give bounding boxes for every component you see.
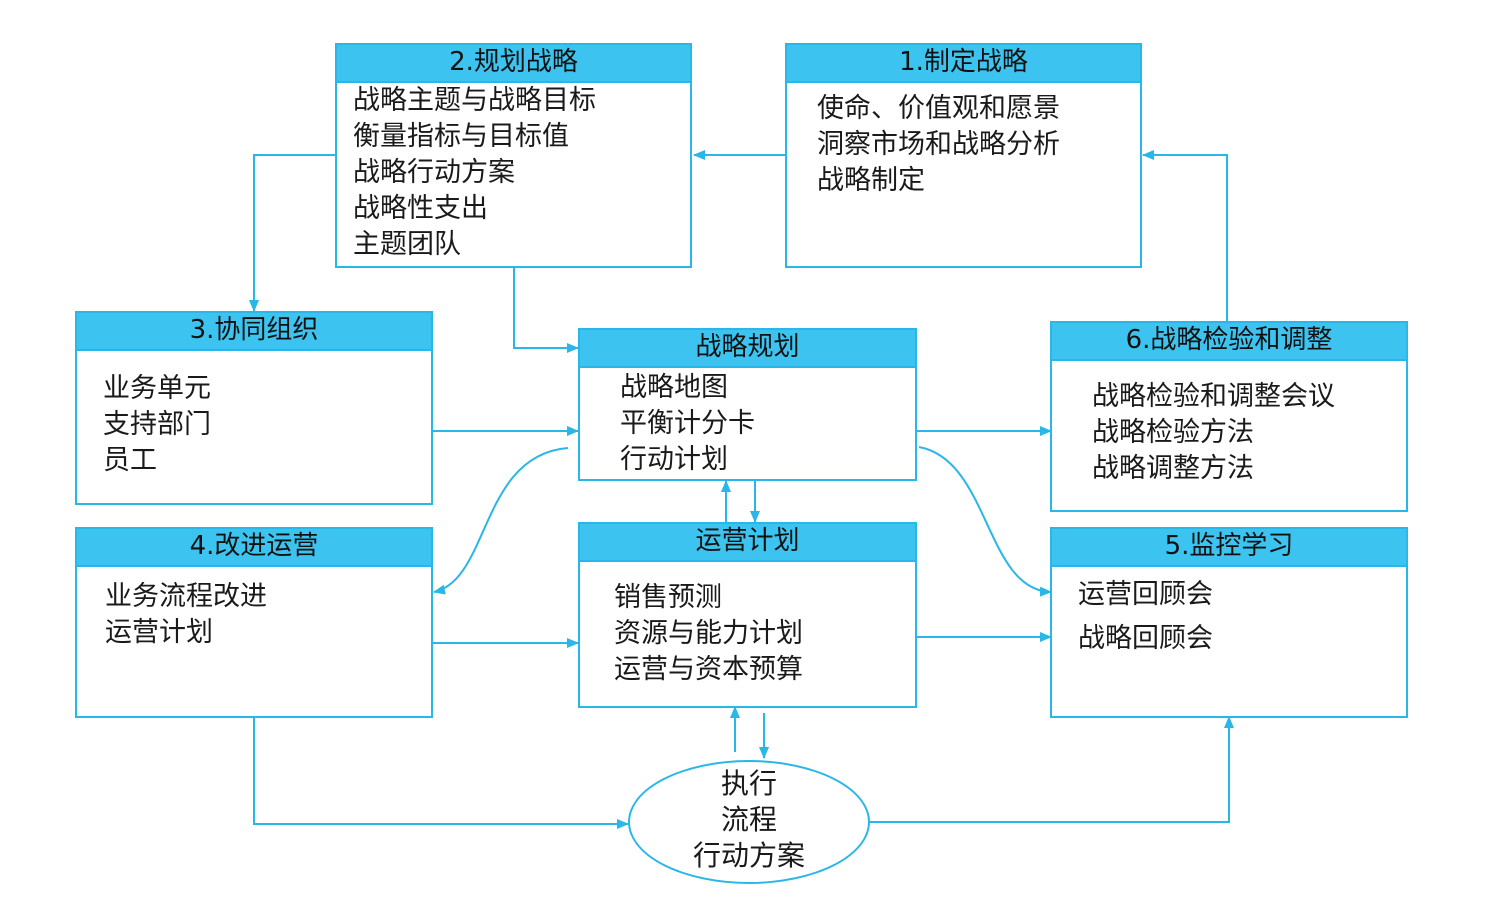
- box-title: 6.战略检验和调整: [1052, 323, 1406, 361]
- box-monitor-learn: 5.监控学习 运营回顾会 战略回顾会: [1050, 527, 1408, 718]
- box-item: 战略性支出: [353, 193, 488, 224]
- box-item: 支持部门: [103, 409, 211, 440]
- box-item: 主题团队: [353, 229, 461, 260]
- box-formulate-strategy: 1.制定战略 使命、价值观和愿景 洞察市场和战略分析 战略制定: [785, 43, 1142, 268]
- execute-ellipse: 执行 流程 行动方案: [628, 760, 870, 884]
- box-item: 业务单元: [103, 373, 211, 404]
- box-strategy-planning: 战略规划 战略地图 平衡计分卡 行动计划: [578, 328, 917, 481]
- arrow-plan-to-strategy-plan: [513, 267, 579, 353]
- box-item: 行动计划: [620, 444, 728, 475]
- box-plan-strategy: 2.规划战略 战略主题与战略目标 衡量指标与目标值 战略行动方案 战略性支出 主…: [335, 43, 692, 268]
- box-title: 战略规划: [580, 330, 915, 368]
- arrow-strategy-plan-to-monitor: [918, 446, 1052, 597]
- box-item: 员工: [103, 445, 157, 476]
- box-title: 4.改进运营: [77, 529, 431, 567]
- box-title: 运营计划: [580, 524, 915, 562]
- box-operations-planning: 运营计划 销售预测 资源与能力计划 运营与资本预算: [578, 522, 917, 708]
- arrow-execute-to-monitor: [870, 716, 1234, 823]
- arrow-plan-to-align: [249, 154, 336, 312]
- box-item: 衡量指标与目标值: [353, 121, 569, 152]
- box-item: 战略检验和调整会议: [1092, 381, 1335, 412]
- box-item: 战略主题与战略目标: [353, 85, 596, 116]
- box-item: 运营与资本预算: [614, 654, 803, 685]
- box-item: 运营回顾会: [1078, 579, 1213, 610]
- ellipse-item: 行动方案: [692, 839, 805, 872]
- ellipse-item: 流程: [720, 803, 777, 836]
- box-item: 战略调整方法: [1092, 453, 1254, 484]
- box-item: 使命、价值观和愿景: [817, 93, 1060, 124]
- box-improve-operations: 4.改进运营 业务流程改进 运营计划: [75, 527, 433, 718]
- arrow-test-to-formulate: [1142, 150, 1228, 321]
- box-item: 战略行动方案: [353, 157, 515, 188]
- box-align-organization: 3.协同组织 业务单元 支持部门 员工: [75, 311, 433, 505]
- box-title: 1.制定战略: [787, 45, 1140, 83]
- box-title: 3.协同组织: [77, 313, 431, 351]
- arrow-strategy-plan-to-improve: [433, 447, 569, 595]
- box-item: 资源与能力计划: [614, 618, 803, 649]
- box-title: 5.监控学习: [1052, 529, 1406, 567]
- box-item: 战略地图: [620, 372, 728, 403]
- box-item: 战略制定: [817, 165, 925, 196]
- box-item: 平衡计分卡: [620, 408, 755, 439]
- ellipse-item: 执行: [720, 767, 777, 800]
- box-item: 洞察市场和战略分析: [817, 129, 1060, 160]
- box-test-adjust-strategy: 6.战略检验和调整 战略检验和调整会议 战略检验方法 战略调整方法: [1050, 321, 1408, 512]
- box-item: 业务流程改进: [105, 581, 267, 612]
- arrow-improve-to-execute: [253, 717, 629, 829]
- box-title: 2.规划战略: [337, 45, 690, 83]
- box-item: 销售预测: [614, 582, 722, 613]
- box-item: 战略检验方法: [1092, 417, 1254, 448]
- box-item: 运营计划: [105, 617, 213, 648]
- box-item: 战略回顾会: [1078, 623, 1213, 654]
